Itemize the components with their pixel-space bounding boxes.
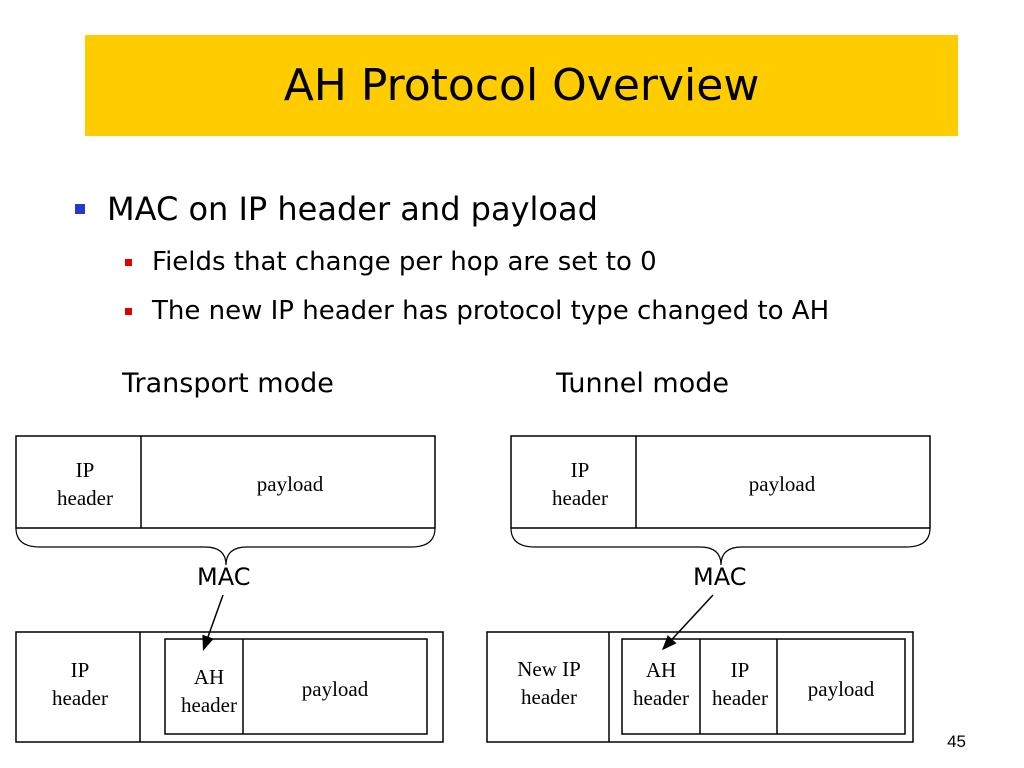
transport-mode-label: Transport mode — [122, 368, 334, 399]
label-line: header — [52, 686, 108, 710]
tunnel-top-ip-header: IP header — [535, 456, 625, 512]
label-line: IP — [570, 458, 590, 482]
slide-title: AH Protocol Overview — [283, 60, 760, 111]
bullet-main-text: MAC on IP header and payload — [107, 190, 598, 228]
tunnel-mac-arrow — [661, 594, 714, 651]
tunnel-bottom-ip-header: IP header — [699, 656, 781, 712]
tunnel-ah-group — [621, 638, 906, 735]
transport-brace — [15, 527, 436, 566]
label-line: AH — [645, 658, 677, 682]
tunnel-top-payload: payload — [748, 472, 816, 496]
transport-top-ip-header: IP header — [40, 456, 130, 512]
label-line: header — [181, 693, 237, 717]
bullet-sub-1-text: Fields that change per hop are set to 0 — [152, 247, 657, 277]
transport-mac-arrow — [202, 594, 224, 651]
transport-ah-group — [164, 638, 428, 735]
bullet-square-icon — [125, 307, 132, 315]
tunnel-bottom-payload: payload — [807, 677, 875, 701]
transport-top-packet — [15, 435, 436, 529]
label-line: header — [633, 686, 689, 710]
tunnel-bottom-ah-header: AH header — [617, 656, 705, 712]
bullet-square-icon — [75, 204, 85, 214]
page-number: 45 — [947, 732, 966, 751]
bullet-main: MAC on IP header and payload — [75, 188, 598, 230]
label-line: IP — [730, 658, 750, 682]
label-line: header — [521, 685, 577, 709]
label-line: IP — [70, 658, 90, 682]
tunnel-brace — [510, 527, 931, 566]
label-line: AH — [193, 665, 225, 689]
bullet-sub-2: The new IP header has protocol type chan… — [125, 293, 829, 329]
label-line: header — [552, 486, 608, 510]
bullet-square-icon — [125, 258, 132, 266]
label-line: IP — [75, 458, 95, 482]
transport-bottom-ah-header: AH header — [164, 663, 254, 719]
transport-bottom-payload: payload — [301, 677, 369, 701]
tunnel-bottom-newip-header: New IP header — [499, 655, 599, 711]
transport-top-payload: payload — [256, 472, 324, 496]
bullet-sub-1: Fields that change per hop are set to 0 — [125, 244, 657, 280]
tunnel-top-packet — [510, 435, 931, 529]
tunnel-mac-label: MAC — [693, 563, 747, 591]
transport-bottom-ip-header: IP header — [35, 656, 125, 712]
tunnel-mode-label: Tunnel mode — [556, 368, 729, 399]
label-line: New IP — [517, 657, 581, 681]
title-bar — [85, 35, 958, 136]
label-line: header — [57, 486, 113, 510]
label-line: header — [712, 686, 768, 710]
bullet-sub-2-text: The new IP header has protocol type chan… — [152, 296, 830, 326]
transport-mac-label: MAC — [197, 563, 251, 591]
